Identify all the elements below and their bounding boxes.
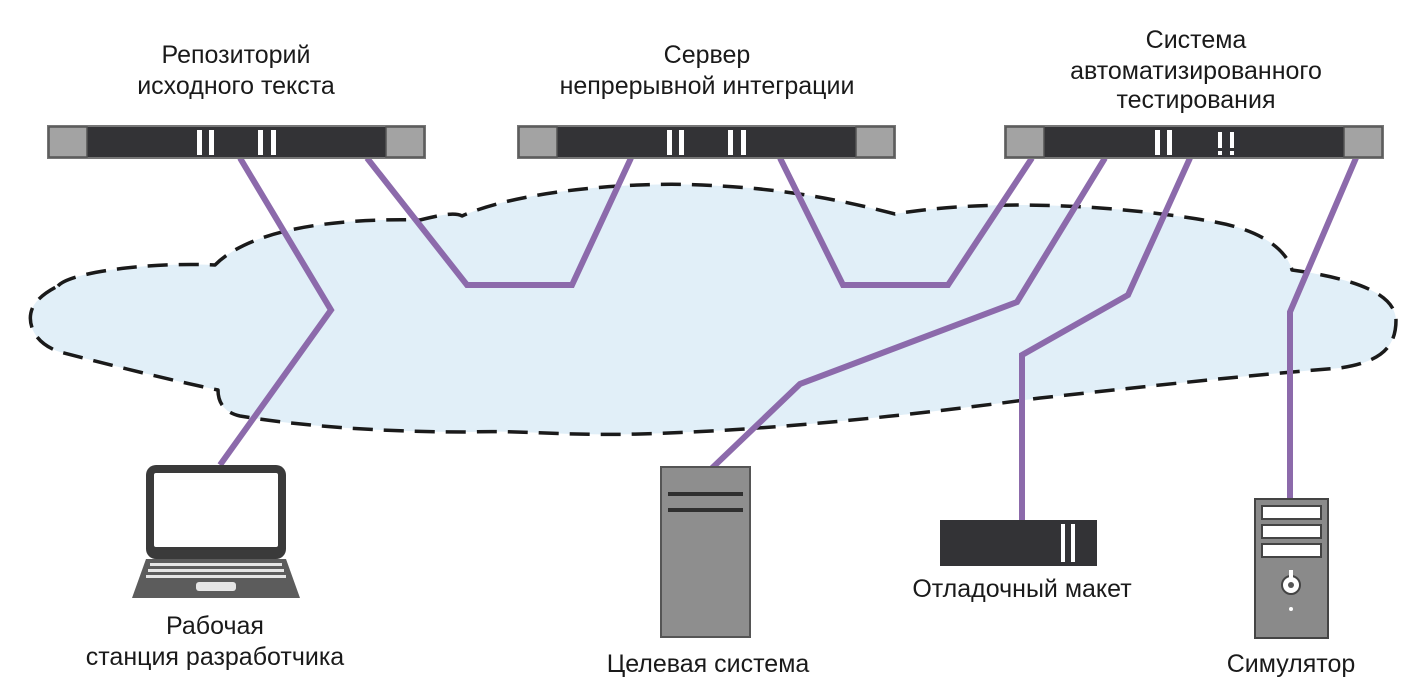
test-system-label-line3: тестирования bbox=[1116, 86, 1275, 114]
ci-server-label-line2: непрерывной интеграции bbox=[560, 72, 855, 100]
workstation-label-line1: Рабочая bbox=[166, 612, 264, 640]
link-testsystem-simulator bbox=[1287, 156, 1359, 500]
link-repository-ci-server bbox=[364, 156, 634, 288]
network-cloud bbox=[28, 182, 1398, 437]
debug-board-icon bbox=[940, 520, 1097, 566]
link-ci-server-testsystem bbox=[777, 156, 1035, 288]
link-testsystem-target bbox=[707, 156, 1108, 473]
workstation-label-line2: станция разработчика bbox=[86, 643, 345, 671]
ci-server-label-line1: Сервер bbox=[664, 41, 751, 69]
debug-board-label: Отладочный макет bbox=[912, 575, 1132, 603]
link-repository-workstation bbox=[217, 156, 335, 467]
simulator-label: Симулятор bbox=[1227, 650, 1356, 678]
target-label: Целевая система bbox=[607, 650, 810, 678]
repository-label-line2: исходного текста bbox=[137, 72, 335, 100]
test-system-label-line2: автоматизированного bbox=[1070, 57, 1322, 85]
laptop-icon bbox=[132, 465, 300, 598]
repository-label-line1: Репозиторий bbox=[162, 41, 311, 69]
simulator-icon bbox=[1254, 498, 1329, 639]
link-testsystem-debugboard bbox=[1019, 156, 1193, 520]
rack-server-icon bbox=[517, 125, 896, 159]
rack-server-icon bbox=[1004, 125, 1384, 159]
test-system-label-line1: Система bbox=[1146, 26, 1247, 54]
tower-server-icon bbox=[660, 466, 751, 638]
rack-server-icon bbox=[47, 125, 426, 159]
